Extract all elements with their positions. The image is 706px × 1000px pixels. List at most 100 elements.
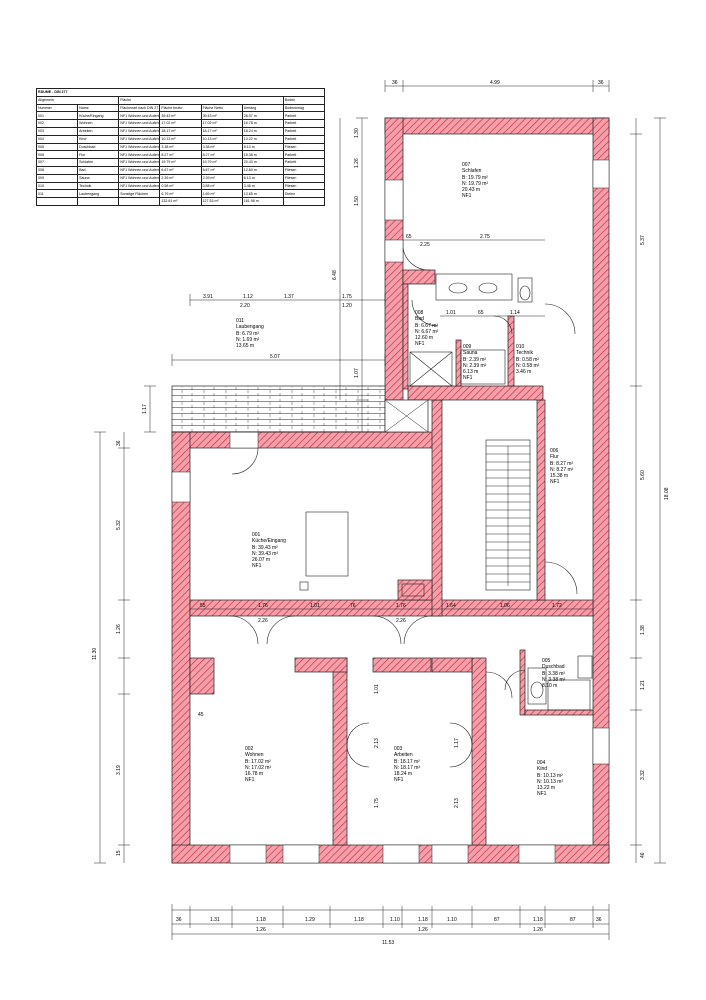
room-005-brutto: B: 3.38 m² <box>542 671 565 677</box>
room-008-nf: NF1 <box>415 341 425 347</box>
table-totals-row-cell-6 <box>282 197 326 206</box>
dim-bot-0: 36 <box>176 917 182 923</box>
dimension-labels: 36 4.99 36 18.08 5.37 5.60 1.38 1.21 3.3… <box>92 80 670 946</box>
room-009-number: 009 <box>463 344 472 350</box>
kitchen-counter <box>401 583 425 597</box>
room-001-netto: N: 39.43 m² <box>252 551 278 557</box>
dim-bed-1: 2.25 <box>420 242 430 248</box>
door-schlafen <box>402 247 430 271</box>
room-009-name: Sauna <box>463 350 478 356</box>
dim-laub-b: 3.91 <box>203 294 213 300</box>
room-008-netto: N: 6.67 m² <box>415 329 439 335</box>
dim-bot-5: 1.10 <box>390 917 400 923</box>
room-011-brutto: B: 6.79 m² <box>236 331 259 337</box>
room-010-netto: N: 0.58 m² <box>516 363 540 369</box>
room-004-label: 004 Kind B: 10.13 m² N: 10.13 m² 13.22 m… <box>537 760 563 797</box>
room-007-name: Schlafen <box>462 168 482 174</box>
dim-upper-c: 1.50 <box>354 196 360 206</box>
duschbad-toilet <box>527 667 547 705</box>
room-002-netto: N: 17.02 m² <box>245 765 271 771</box>
toilet-bath-bowl <box>519 285 531 301</box>
room-005-label: 005 Duschbad B: 3.38 m² N: 3.38 m² 8.10 … <box>542 658 566 689</box>
table-header-row: Nummer Name Flächenart nach DIN 277 Fläc… <box>35 103 326 113</box>
door-duschbad <box>504 669 526 691</box>
room-007-netto: N: 19.79 m² <box>462 181 488 187</box>
doors <box>229 247 578 768</box>
toilet-bath <box>517 277 533 303</box>
dim-door-c: 1.75 <box>374 798 380 808</box>
dim-bot-11: 36 <box>596 917 602 923</box>
dim-laub-d: 1.37 <box>284 294 294 300</box>
dim-mid-5: 1.64 <box>446 603 456 609</box>
room-006-name: Flur <box>550 454 559 460</box>
dimension-lines <box>94 80 666 940</box>
room-schedule-table: RÄUME - DIN 277 Allgemein Fläche Boden N… <box>35 88 326 206</box>
door-arbeiten-right <box>403 615 433 645</box>
dim-bed-2: 2.75 <box>480 234 490 240</box>
room-004-brutto: B: 10.13 m² <box>537 773 563 779</box>
door-flur <box>544 561 578 595</box>
room-003-nf: NF1 <box>394 777 404 783</box>
dim-door-e: 2.13 <box>454 798 460 808</box>
dim-top-mid: 4.99 <box>490 80 500 86</box>
dim-bot-total: 11.53 <box>382 940 394 946</box>
room-005-number: 005 <box>542 658 551 664</box>
room-003-label: 003 Arbeiten B: 18.17 m² N: 18.17 m² 18.… <box>394 746 420 783</box>
room-011-name: Laubengang <box>236 324 264 330</box>
room-003-name: Arbeiten <box>394 752 413 758</box>
room-010-number: 010 <box>516 344 525 350</box>
room-002-brutto: B: 17.02 m² <box>245 759 271 765</box>
room-010-umfang: 3.46 m <box>516 369 531 375</box>
room-004-netto: N: 10.13 m² <box>537 779 563 785</box>
room-011-number: 011 <box>236 318 244 324</box>
sauna-bench <box>460 349 506 385</box>
room-009-nf: NF1 <box>463 375 473 381</box>
fixtures <box>299 273 593 711</box>
room-004-nf: NF1 <box>537 791 547 797</box>
dim-upper-a: 1.30 <box>354 128 360 138</box>
dim-mid-3: 76 <box>350 603 356 609</box>
room-001-label: 001 Küche/Eingang B: 39.43 m² N: 39.43 m… <box>252 532 286 569</box>
room-008-brutto: B: 6.67 m² <box>415 323 438 329</box>
room-003-number: 003 <box>394 746 403 752</box>
sink-left <box>448 282 468 294</box>
door-wohnen-left <box>229 615 259 645</box>
room-003-umfang: 18.24 m <box>394 771 412 777</box>
room-010-label: 010 Technik B: 0.58 m² N: 0.58 m² 3.46 m <box>516 344 540 375</box>
room-007-umfang: 20.43 m <box>462 187 480 193</box>
room-007-brutto: B: 19.79 m² <box>462 175 488 181</box>
room-005-netto: N: 3.38 m² <box>542 677 566 683</box>
dim-bot-8: 87 <box>494 917 500 923</box>
dim-laub-c: 1.12 <box>243 294 253 300</box>
room-006-number: 006 <box>550 448 559 454</box>
room-008-name: Bad <box>415 316 424 322</box>
sink-right <box>478 282 498 294</box>
room-001-umfang: 26.07 m <box>252 557 270 563</box>
dim-bot-sub-0: 1.26 <box>256 927 266 933</box>
dim-mid-6: 1.06 <box>500 603 510 609</box>
kitchen-island <box>305 511 349 577</box>
room-002-umfang: 16.78 m <box>245 771 263 777</box>
room-006-netto: N: 8.27 m² <box>550 467 574 473</box>
room-011-label: 011 Laubengang B: 6.79 m² N: 1.69 m² 13.… <box>236 318 264 349</box>
room-001-number: 001 <box>252 532 261 538</box>
dim-bed-0: 65 <box>406 234 412 240</box>
room-005-umfang: 8.10 m <box>542 683 557 689</box>
room-schedule-body: RÄUME - DIN 277 Allgemein Fläche Boden N… <box>35 88 326 206</box>
dim-mid-sub-1: 2.26 <box>396 618 406 624</box>
dim-mid-2: 1.01 <box>310 603 320 609</box>
room-009-brutto: B: 2.39 m² <box>463 357 486 363</box>
door-arbeiten-left <box>372 615 402 645</box>
stair-steps <box>486 445 530 586</box>
dim-bath-0: 1.01 <box>446 310 456 316</box>
room-011-umfang: 13.65 m <box>236 343 254 349</box>
dim-upper-b: 1.26 <box>354 158 360 168</box>
room-003-brutto: B: 18.17 m² <box>394 759 420 765</box>
room-006-label: 006 Flur B: 8.27 m² N: 8.27 m² 15.38 m N… <box>550 448 574 485</box>
dim-right-mid: 5.60 <box>640 470 646 480</box>
